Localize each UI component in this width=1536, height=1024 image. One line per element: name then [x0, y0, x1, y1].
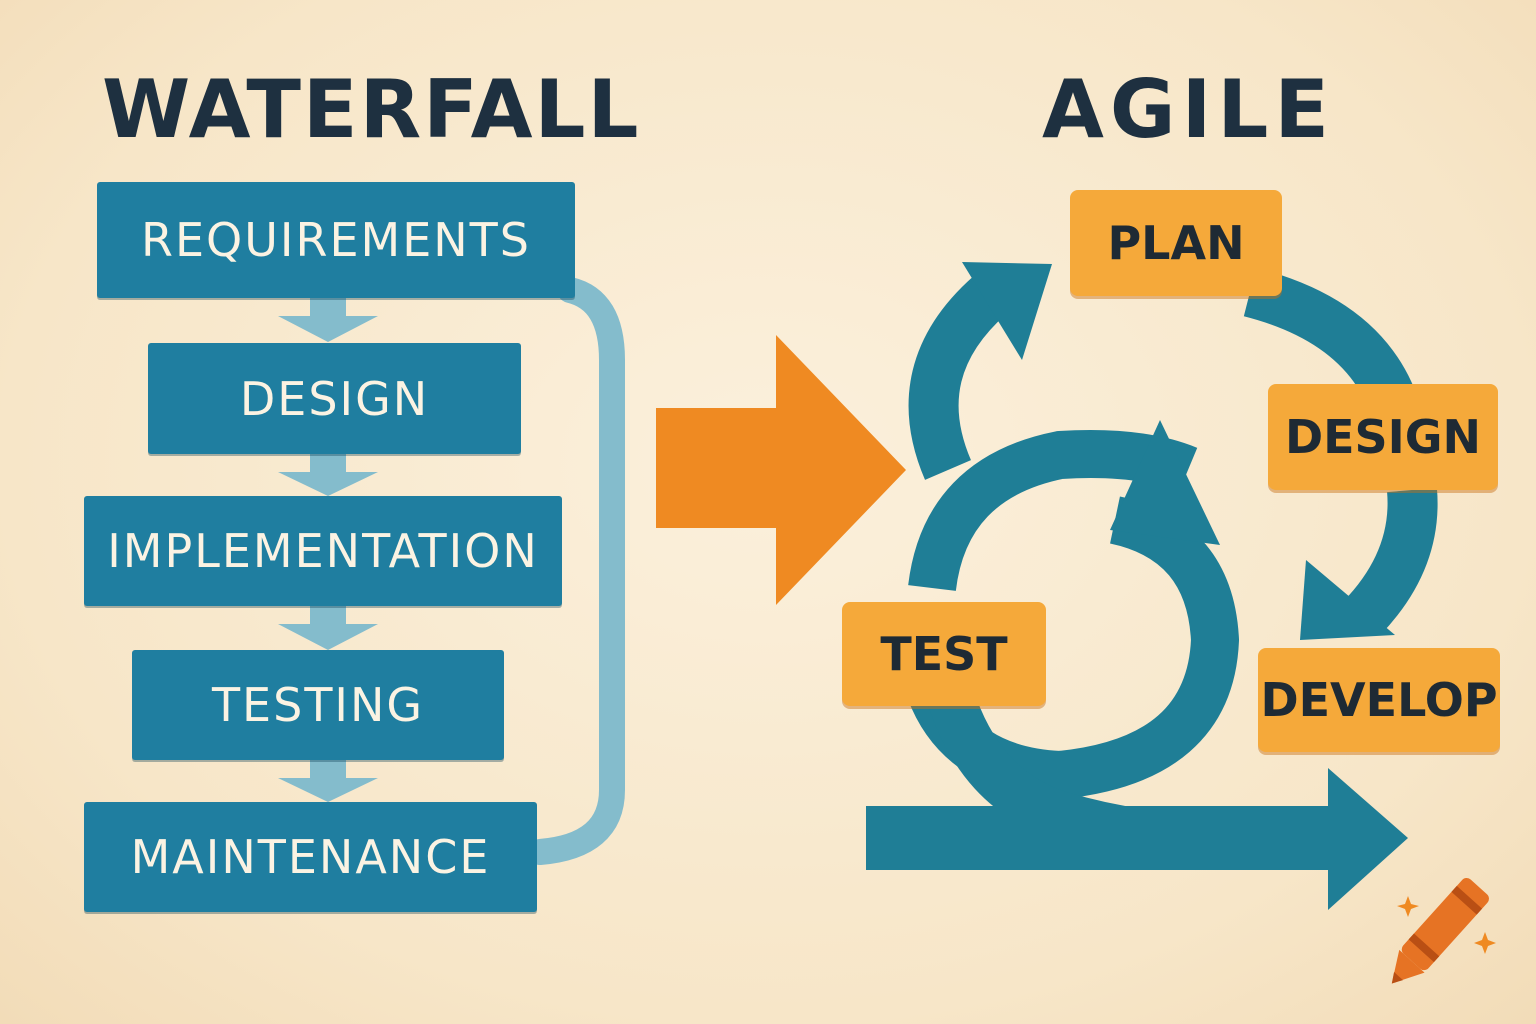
transition-arrow [656, 335, 906, 605]
down-arrow-1 [278, 298, 378, 342]
stage-implementation: IMPLEMENTATION [84, 496, 562, 606]
arc-plan-to-design [1243, 267, 1416, 411]
stage-requirements: REQUIREMENTS [97, 182, 575, 298]
sparkle-icon [1474, 932, 1496, 954]
arrowhead-plan [962, 262, 1052, 360]
agile-step-test: TEST [842, 602, 1046, 706]
arc-test-to-plan [908, 276, 1007, 480]
down-arrow-3 [278, 606, 378, 650]
arc-design-to-develop [1343, 487, 1438, 636]
arrowhead-develop [1300, 560, 1395, 640]
agile-title: AGILE [1042, 63, 1335, 156]
agile-step-design: DESIGN [1268, 384, 1498, 490]
down-arrow-4 [278, 760, 378, 802]
stage-testing: TESTING [132, 650, 504, 760]
sparkle-icon [1397, 896, 1419, 917]
down-arrow-2 [278, 454, 378, 496]
stage-design: DESIGN [148, 343, 521, 454]
waterfall-title: WATERFALL [102, 63, 641, 156]
forward-arrow [866, 768, 1408, 910]
crayon-icon [1391, 877, 1489, 984]
arrowhead-inner [1110, 420, 1220, 545]
feedback-loop-connector [527, 277, 625, 865]
agile-step-plan: PLAN [1070, 190, 1282, 296]
stage-maintenance: MAINTENANCE [84, 802, 537, 912]
agile-step-develop: DEVELOP [1258, 648, 1500, 752]
